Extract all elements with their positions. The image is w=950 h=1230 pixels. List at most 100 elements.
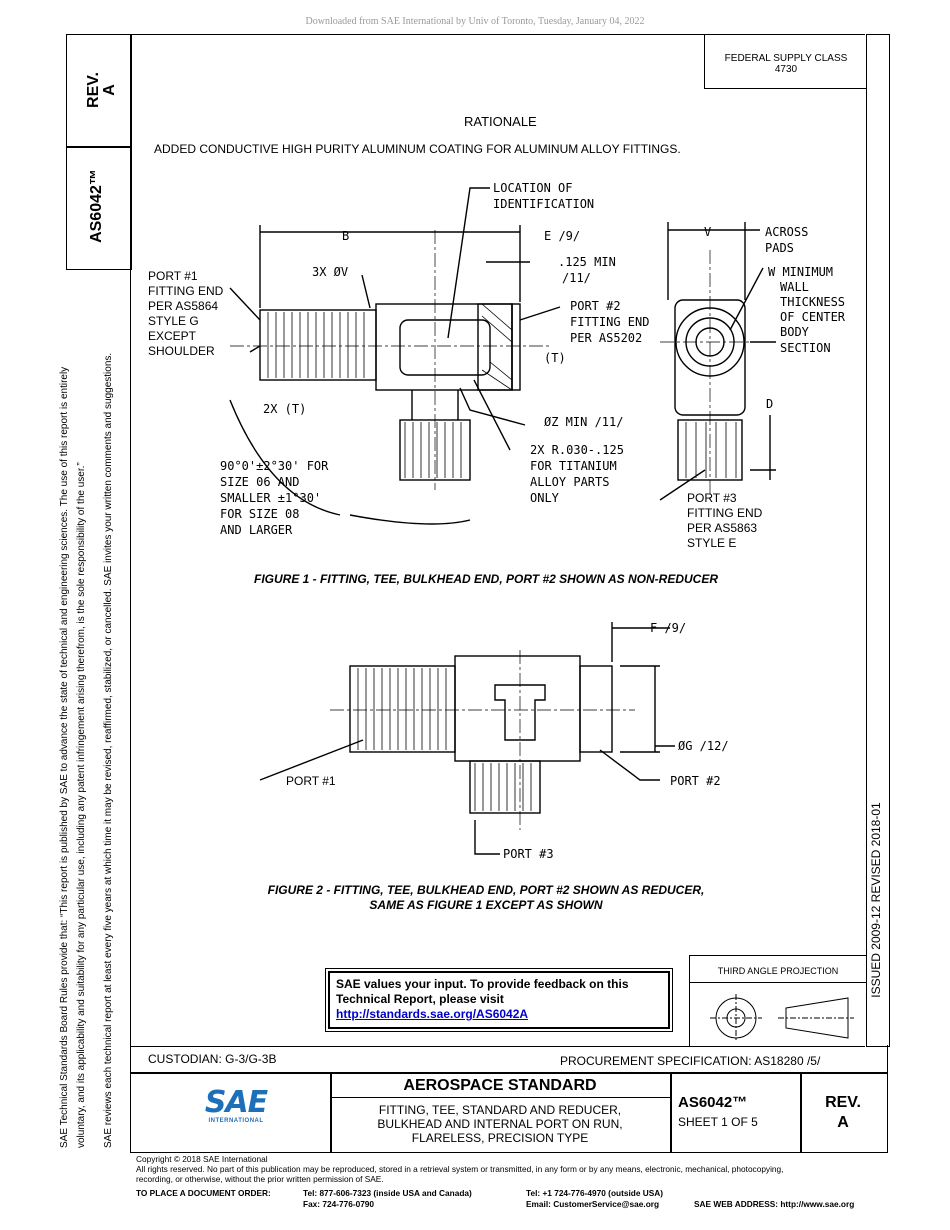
supply-class-line2: 4730: [774, 64, 798, 75]
dim-b: B: [342, 229, 349, 243]
dim-g: ØG /12/: [678, 739, 729, 753]
title-sheet: SHEET 1 OF 5: [678, 1115, 758, 1129]
custodian-row: [130, 1045, 888, 1073]
supply-class-box: FEDERAL SUPPLY CLASS 4730: [704, 34, 867, 89]
dim-v3x: 3X ØV: [312, 265, 348, 279]
doc-number-tab: [66, 146, 132, 270]
rationale-title: RATIONALE: [464, 114, 537, 129]
download-notice: Downloaded from SAE International by Uni…: [305, 16, 645, 27]
left-notice-2: voluntary, and its applicability and sui…: [76, 462, 87, 1148]
wall-1: W MINIMUM: [768, 265, 833, 279]
sae-logo: SAE INTERNATIONAL: [196, 1085, 276, 1125]
left-notice-3: SAE reviews each technical report at lea…: [103, 352, 114, 1148]
fig2-port2: PORT #2: [670, 774, 721, 788]
drawing-frame: [130, 34, 865, 1047]
port1-5: EXCEPT: [148, 329, 197, 343]
port1-1: PORT #1: [148, 269, 198, 283]
title-doc-number: AS6042™: [678, 1094, 748, 1111]
rev-tab-rev: REV.: [85, 72, 102, 108]
port2-1: PORT #2: [570, 299, 621, 313]
across-2: PADS: [765, 241, 794, 255]
rationale-text: ADDED CONDUCTIVE HIGH PURITY ALUMINUM CO…: [154, 142, 681, 156]
rev-tab: [66, 34, 132, 148]
across-1: ACROSS: [765, 225, 808, 239]
dim-2xt: 2X (T): [263, 402, 306, 416]
feedback-line1: SAE values your input. To provide feedba…: [336, 977, 629, 991]
dim-125-1: .125 MIN: [558, 255, 616, 269]
radius-2: FOR TITANIUM: [530, 459, 617, 473]
port1-3: PER AS5864: [148, 299, 218, 313]
footer-order-label: TO PLACE A DOCUMENT ORDER:: [136, 1188, 271, 1198]
doc-number-tab-label: AS6042™: [88, 169, 105, 243]
figure2-caption-2: SAME AS FIGURE 1 EXCEPT AS SHOWN: [369, 898, 603, 912]
third-angle-box: THIRD ANGLE PROJECTION: [689, 955, 866, 1046]
port3-4: STYLE E: [687, 536, 736, 550]
wall-5: BODY: [780, 325, 810, 339]
angle-1: 90°0'±2°30' FOR: [220, 459, 329, 473]
angle-3: SMALLER ±1°30': [220, 491, 321, 505]
angle-5: AND LARGER: [220, 523, 293, 537]
wall-3: THICKNESS: [780, 295, 845, 309]
port2-2: FITTING END: [570, 315, 649, 329]
figure2-drawing: F /9/ ØG /12/ PORT #1 PORT #2 PORT #3: [259, 621, 729, 861]
dim-v: V: [704, 225, 711, 239]
left-notice-1: SAE Technical Standards Board Rules prov…: [59, 366, 70, 1148]
dim-d: D: [766, 397, 773, 411]
supply-class-line1: FEDERAL SUPPLY CLASS: [724, 53, 848, 64]
sae-logo-text: SAE: [204, 1085, 268, 1120]
wall-4: OF CENTER: [780, 310, 846, 324]
figure2-caption-1: FIGURE 2 - FITTING, TEE, BULKHEAD END, P…: [267, 883, 705, 897]
title-rev-letter: A: [837, 1114, 849, 1131]
title-line2: BULKHEAD AND INTERNAL PORT ON RUN,: [377, 1117, 623, 1131]
footer-tel-outside: Tel: +1 724-776-4970 (outside USA): [526, 1188, 664, 1198]
title-block: [130, 1073, 888, 1153]
dim-f: F /9/: [650, 621, 686, 635]
wall-6: SECTION: [780, 341, 831, 355]
port3-1: PORT #3: [687, 491, 737, 505]
port3-3: PER AS5863: [687, 521, 757, 535]
figure1-labels: LOCATION OF IDENTIFICATION B E /9/ .125 …: [220, 181, 846, 537]
footer: Copyright © 2018 SAE International All r…: [136, 1154, 936, 1184]
issue-dates: ISSUED 2009-12 REVISED 2018-01: [869, 802, 883, 998]
title-divider-3: [800, 1073, 802, 1153]
title-divider-1: [330, 1073, 332, 1153]
title-heading: AEROSPACE STANDARD: [403, 1077, 597, 1094]
custodian: CUSTODIAN: G-3/G-3B: [148, 1052, 277, 1066]
port1-6: SHOULDER: [148, 344, 215, 358]
footer-fax: Fax: 724-776-0790: [303, 1199, 375, 1209]
port2-3: PER AS5202: [570, 331, 642, 345]
angle-2: SIZE 06 AND: [220, 475, 299, 489]
title-rev-label: REV.: [825, 1094, 861, 1111]
feedback-link[interactable]: http://standards.sae.org/AS6042A: [336, 1007, 529, 1021]
third-angle-label: THIRD ANGLE PROJECTION: [717, 966, 839, 976]
title-divider-2: [670, 1073, 672, 1153]
procurement: PROCUREMENT SPECIFICATION: AS18280 /5/: [560, 1054, 821, 1068]
rev-tab-letter: A: [101, 84, 118, 96]
footer-rights1: All rights reserved. No part of this pub…: [136, 1164, 784, 1174]
fig2-port3: PORT #3: [503, 847, 554, 861]
dim-e: E /9/: [544, 229, 580, 243]
radius-1: 2X R.030-.125: [530, 443, 624, 457]
dim-z: ØZ MIN /11/: [544, 415, 623, 429]
location-id-1: LOCATION OF: [493, 181, 572, 195]
figure1-caption: FIGURE 1 - FITTING, TEE, BULKHEAD END, P…: [253, 572, 719, 586]
wall-2: WALL: [780, 280, 809, 294]
feedback-line2: Technical Report, please visit: [336, 992, 504, 1006]
angle-4: FOR SIZE 08: [220, 507, 299, 521]
dim-125-2: /11/: [562, 271, 591, 285]
footer-copyright: Copyright © 2018 SAE International: [136, 1154, 268, 1164]
feedback-box: SAE values your input. To provide feedba…: [325, 968, 673, 1032]
port1-4: STYLE G: [148, 314, 199, 328]
footer-email: Email: CustomerService@sae.org: [526, 1199, 660, 1209]
rev-tab-label: REV. A: [85, 40, 118, 140]
port1-2: FITTING END: [148, 284, 224, 298]
title-line1: FITTING, TEE, STANDARD AND REDUCER,: [378, 1103, 622, 1117]
third-angle-symbol: [710, 994, 854, 1042]
radius-4: ONLY: [530, 491, 560, 505]
fig2-port1: PORT #1: [286, 774, 336, 788]
third-angle-divider: [690, 982, 866, 983]
title-heading-rule: [330, 1097, 670, 1098]
location-id-2: IDENTIFICATION: [493, 197, 594, 211]
footer-tel-usa: Tel: 877-606-7323 (inside USA and Canada…: [303, 1188, 472, 1198]
radius-3: ALLOY PARTS: [530, 475, 609, 489]
